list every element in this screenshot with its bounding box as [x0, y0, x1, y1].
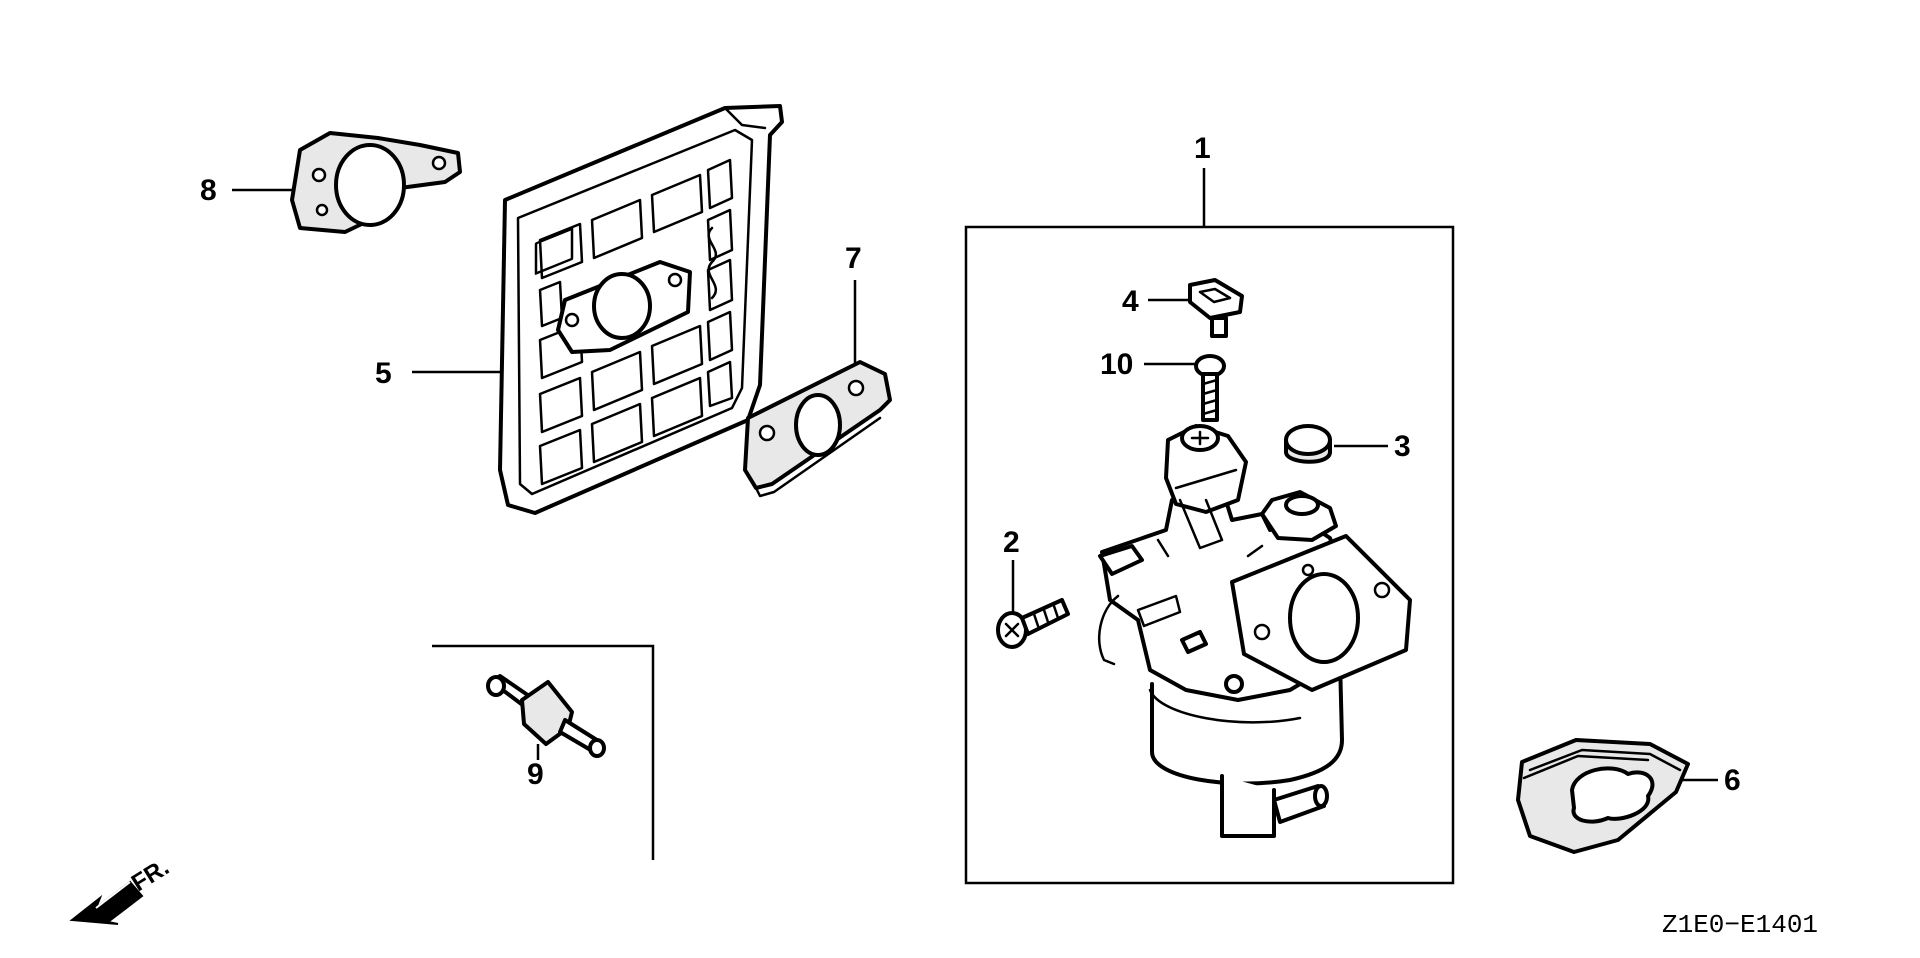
front-arrow-icon [69, 880, 144, 925]
diagram-code: Z1E0−E1401 [1662, 910, 1818, 940]
callout-10: 10 [1100, 348, 1133, 381]
part-9-bracket-lines [432, 644, 655, 860]
callout-2: 2 [1003, 526, 1020, 559]
callout-5: 5 [375, 357, 392, 390]
part-9-joint[interactable] [486, 674, 606, 758]
part-1-assembly-box [964, 225, 1455, 885]
callout-3: 3 [1394, 430, 1411, 463]
part-6-gasket[interactable] [1516, 738, 1690, 854]
callout-9: 9 [527, 758, 544, 791]
part-5-plate[interactable] [498, 104, 784, 515]
carburetor-body[interactable] [1097, 424, 1412, 838]
part-8-gasket[interactable] [290, 131, 462, 234]
part-10-screw[interactable] [1194, 354, 1226, 422]
callout-7: 7 [845, 242, 862, 275]
callout-8: 8 [200, 174, 217, 207]
callout-1: 1 [1194, 132, 1211, 165]
part-4-cap[interactable] [1188, 278, 1244, 338]
part-3-plug[interactable] [1284, 424, 1332, 464]
callout-4: 4 [1122, 285, 1139, 318]
part-7-gasket[interactable] [743, 360, 892, 498]
part-2-screw[interactable] [996, 598, 1070, 649]
callout-6: 6 [1724, 764, 1741, 797]
